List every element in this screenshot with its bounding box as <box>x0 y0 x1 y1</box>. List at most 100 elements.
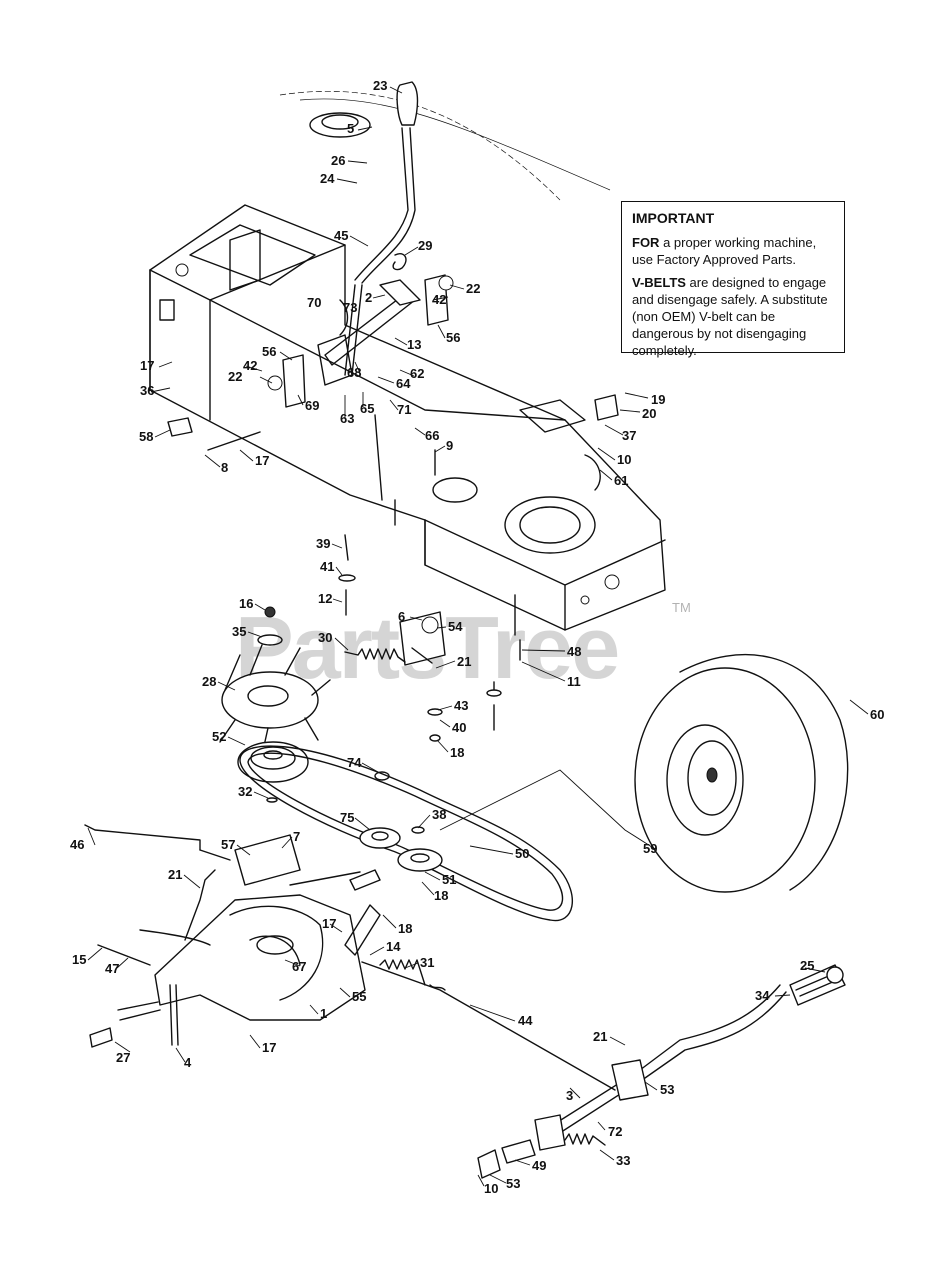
callout: 32 <box>238 784 252 799</box>
callout: 10 <box>484 1181 498 1196</box>
callout: 1 <box>320 1006 327 1021</box>
callout: 47 <box>105 961 119 976</box>
notice-text-belts: are designed to engage and disengage saf… <box>632 275 828 358</box>
callout: 40 <box>452 720 466 735</box>
callout: 52 <box>212 729 226 744</box>
notice-lead-for: FOR <box>632 235 660 250</box>
callout: 53 <box>506 1176 520 1191</box>
callout: 38 <box>432 807 446 822</box>
notice-text-parts: a proper working machine, use Factory Ap… <box>632 235 817 267</box>
callout: 20 <box>642 406 656 421</box>
callout: 25 <box>800 958 814 973</box>
callout: 73 <box>343 300 357 315</box>
callout: 29 <box>418 238 432 253</box>
callout: 46 <box>70 837 84 852</box>
transmission <box>89 834 381 1048</box>
callout: 60 <box>870 707 884 722</box>
leader-lines <box>87 86 869 1187</box>
callout: 65 <box>360 401 374 416</box>
callout: 6 <box>398 609 405 624</box>
callout: 58 <box>139 429 153 444</box>
callout: 67 <box>292 959 306 974</box>
callout: 45 <box>334 228 348 243</box>
callout: 21 <box>457 654 471 669</box>
callout: 17 <box>140 358 154 373</box>
callout: 50 <box>515 846 529 861</box>
callout: 21 <box>168 867 182 882</box>
callout: 57 <box>221 837 235 852</box>
spring <box>344 648 406 663</box>
callout: 27 <box>116 1050 130 1065</box>
callout: 11 <box>567 674 581 689</box>
callout: 17 <box>322 916 336 931</box>
callout: 74 <box>347 755 362 770</box>
callout: 22 <box>466 281 480 296</box>
notice-heading: IMPORTANT <box>632 210 715 226</box>
callout: 72 <box>608 1124 622 1139</box>
callout: 56 <box>262 344 276 359</box>
callout: 41 <box>320 559 334 574</box>
callout: 49 <box>532 1158 546 1173</box>
callout: 68 <box>347 365 361 380</box>
hardware <box>167 394 619 731</box>
callout: 16 <box>239 596 253 611</box>
spring-31 <box>379 959 426 986</box>
callout: 34 <box>755 988 770 1003</box>
callout: 28 <box>202 674 216 689</box>
callout: 35 <box>232 624 246 639</box>
callout: 21 <box>593 1029 607 1044</box>
callout: 43 <box>454 698 468 713</box>
callout: 18 <box>450 745 464 760</box>
callout: 61 <box>614 473 628 488</box>
callout: 19 <box>651 392 665 407</box>
callout: 70 <box>307 295 321 310</box>
callout: 3 <box>566 1088 573 1103</box>
shift-shaft <box>267 253 454 408</box>
callout: 13 <box>407 337 421 352</box>
v-belt <box>239 745 574 922</box>
shift-lever <box>344 81 419 376</box>
callout: 59 <box>643 841 657 856</box>
callout: 62 <box>410 366 424 381</box>
idler-pulleys <box>266 708 443 872</box>
callout: 10 <box>617 452 631 467</box>
callout: 2 <box>365 290 372 305</box>
fan-pulley <box>219 606 331 783</box>
callout: 69 <box>305 398 319 413</box>
callout: 9 <box>446 438 453 453</box>
callout: 63 <box>340 411 354 426</box>
watermark-tm: TM <box>672 600 691 615</box>
callout: 44 <box>518 1013 533 1028</box>
callout: 37 <box>622 428 636 443</box>
chassis-frame <box>149 204 666 631</box>
callout: 18 <box>434 888 448 903</box>
callout: 56 <box>446 330 460 345</box>
callout: 4 <box>184 1055 192 1070</box>
callout-labels: 23 5 26 24 45 29 2 22 42 56 70 73 13 56 … <box>70 78 884 1196</box>
callout: 24 <box>320 171 335 186</box>
callout: 7 <box>293 829 300 844</box>
callout: 71 <box>397 402 411 417</box>
callout: 23 <box>373 78 387 93</box>
pedal-assembly <box>477 964 846 1179</box>
callout: 53 <box>660 1082 674 1097</box>
fender-outline <box>279 90 611 201</box>
linkage-rods <box>84 824 616 1091</box>
callout: 17 <box>255 453 269 468</box>
callout: 31 <box>420 955 434 970</box>
important-notice: IMPORTANT FOR a proper working machine, … <box>621 201 845 358</box>
callout: 30 <box>318 630 332 645</box>
callout: 26 <box>331 153 345 168</box>
notice-paragraph-parts: FOR a proper working machine, use Factor… <box>632 234 834 268</box>
callout: 17 <box>262 1040 276 1055</box>
callout: 14 <box>386 939 401 954</box>
notice-lead-vbelts: V-BELTS <box>632 275 686 290</box>
notice-paragraph-belts: V-BELTS are designed to engage and disen… <box>632 274 834 359</box>
callout: 8 <box>221 460 228 475</box>
callout: 51 <box>442 872 456 887</box>
callout: 5 <box>347 121 354 136</box>
callout: 66 <box>425 428 439 443</box>
callout: 33 <box>616 1153 630 1168</box>
callout: 39 <box>316 536 330 551</box>
